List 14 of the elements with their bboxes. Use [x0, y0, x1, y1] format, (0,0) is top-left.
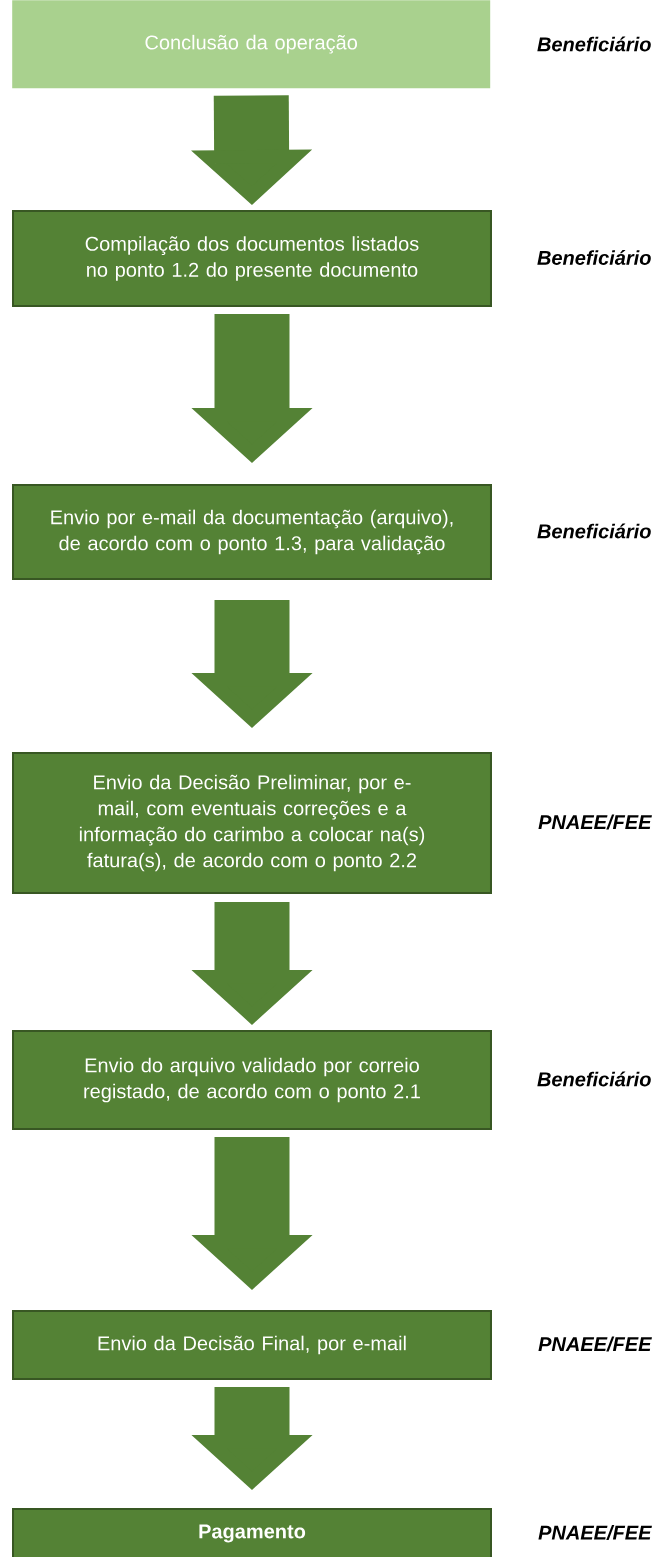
- process-box: Envio por e-mail da documentação (arquivo), de acordo com o ponto 1.3, para validação: [12, 484, 492, 580]
- role-label: Beneficiário: [537, 1071, 651, 1087]
- process-box: Pagamento: [12, 1508, 492, 1557]
- role-label: PNAEE/FEE: [538, 1525, 652, 1540]
- role-label: Beneficiário: [537, 250, 651, 265]
- process-box: Envio do arquivo validado por correio registado, de acordo com o ponto 2.1: [12, 1030, 492, 1130]
- role-label: PNAEE/FEE: [538, 1336, 652, 1352]
- role-label: Beneficiário: [537, 36, 651, 52]
- process-box: Conclusão da operação: [12, 0, 491, 89]
- process-box: Envio da Decisão Preliminar, por e-mail, com eventuais correções e a informação do carimbo a colocar na(s) fatura(s), de acordo com o ponto 2.2: [12, 752, 492, 894]
- role-label: PNAEE/FEE: [538, 814, 652, 830]
- process-box: Compilação dos documentos listados no ponto 1.2 do presente documento: [12, 210, 492, 307]
- role-label: Beneficiário: [537, 523, 651, 539]
- process-box: Envio da Decisão Final, por e-mail: [12, 1310, 492, 1380]
